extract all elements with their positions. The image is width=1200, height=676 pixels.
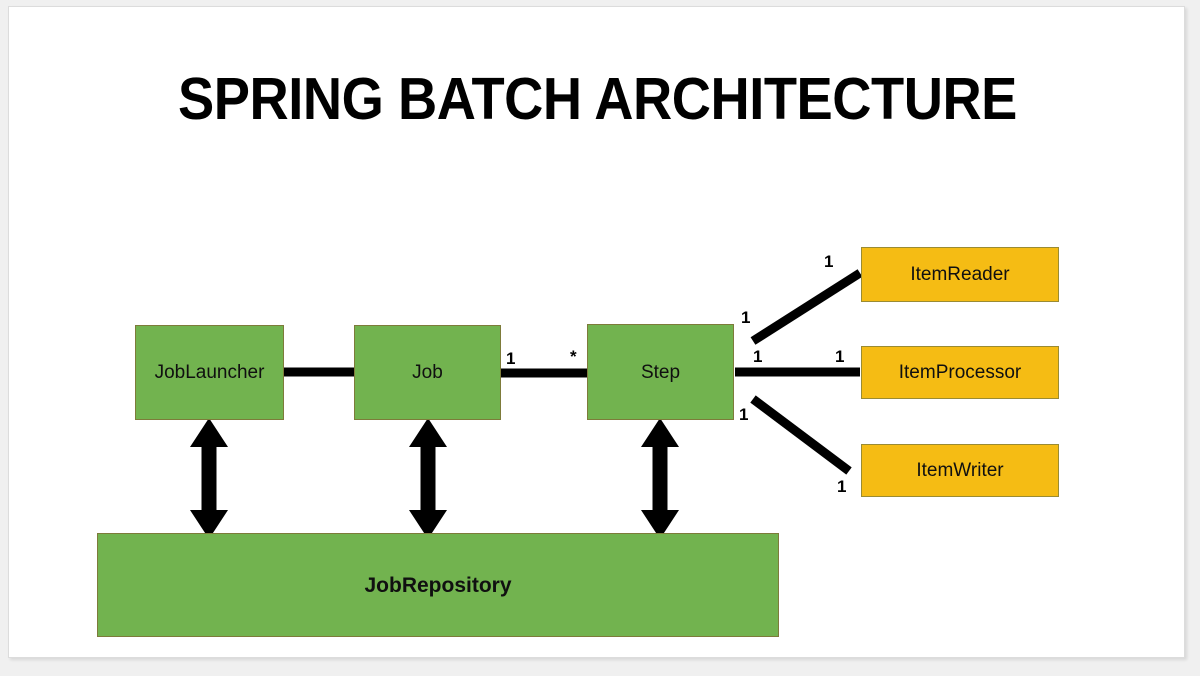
slide-canvas: SPRING BATCH ARCHITECTURE JobL <box>8 6 1185 658</box>
node-joblauncher-label: JobLauncher <box>154 362 265 383</box>
node-itemreader-label: ItemReader <box>910 264 1010 285</box>
arrow-job-jobrepository <box>409 418 447 539</box>
edge-label-step-itemreader-source: 1 <box>741 308 751 327</box>
node-job-label: Job <box>412 362 443 383</box>
connector-step-itemreader <box>750 269 863 345</box>
edge-label-step-itemprocessor-source: 1 <box>753 347 763 366</box>
node-jobrepository[interactable]: JobRepository <box>97 533 779 637</box>
node-itemprocessor[interactable]: ItemProcessor <box>861 346 1059 399</box>
node-itemwriter-label: ItemWriter <box>916 460 1004 481</box>
edge-label-step-itemreader-target: 1 <box>824 252 834 271</box>
edge-label-step-itemprocessor-target: 1 <box>835 347 845 366</box>
node-job[interactable]: Job <box>354 325 501 420</box>
node-joblauncher[interactable]: JobLauncher <box>135 325 284 420</box>
arrow-step-jobrepository <box>641 418 679 539</box>
node-itemwriter[interactable]: ItemWriter <box>861 444 1059 497</box>
edge-label-step-itemwriter-target: 1 <box>837 477 847 496</box>
node-step-label: Step <box>640 361 681 383</box>
edge-label-job-step-source: 1 <box>506 349 516 368</box>
node-jobrepository-label: JobRepository <box>364 573 512 597</box>
edge-label-job-step-target: * <box>570 347 577 366</box>
connector-step-itemwriter <box>750 395 852 475</box>
node-itemprocessor-label: ItemProcessor <box>898 362 1022 383</box>
node-itemreader[interactable]: ItemReader <box>861 247 1059 302</box>
node-step[interactable]: Step <box>587 324 734 420</box>
page-title: SPRING BATCH ARCHITECTURE <box>178 66 1017 132</box>
arrow-joblauncher-jobrepository <box>190 418 228 539</box>
edge-label-step-itemwriter-source: 1 <box>739 405 749 424</box>
